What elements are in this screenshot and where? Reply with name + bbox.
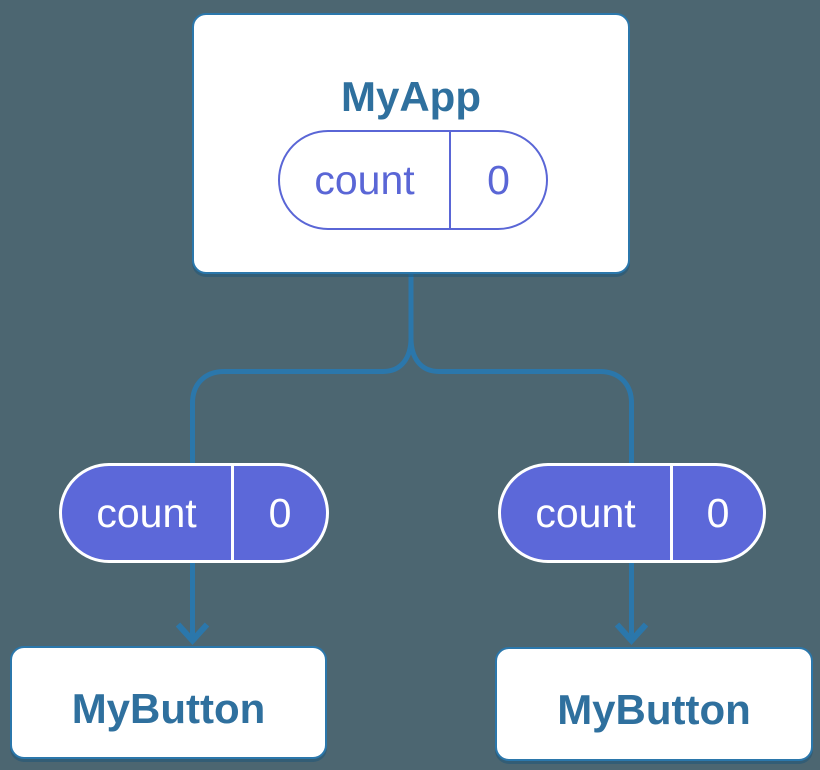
state-value-label: 0 <box>706 489 730 536</box>
state-pill-divider <box>449 132 451 228</box>
component-name-label: MyButton <box>71 684 266 732</box>
arrow-down-left-icon <box>175 622 210 645</box>
state-pill-myapp: count 0 <box>278 130 548 230</box>
state-key-label: count <box>314 156 415 203</box>
state-value-label: 0 <box>268 489 292 536</box>
state-key-label: count <box>96 489 197 536</box>
branch-left-connector <box>190 272 414 637</box>
branch-right-connector <box>408 272 634 637</box>
state-pill-mybutton-left: count 0 <box>59 463 329 563</box>
component-name-label: MyButton <box>557 686 751 733</box>
state-value-label: 0 <box>487 156 510 203</box>
component-node-mybutton-right: MyButton <box>495 647 813 761</box>
state-pill-mybutton-right: count 0 <box>498 463 766 563</box>
arrow-down-right-icon <box>614 622 649 645</box>
component-node-mybutton-left: MyButton <box>10 646 327 759</box>
component-name-label: MyApp <box>341 73 481 120</box>
state-key-label: count <box>535 489 636 536</box>
state-pill-divider <box>231 466 234 560</box>
state-pill-divider <box>670 466 673 560</box>
